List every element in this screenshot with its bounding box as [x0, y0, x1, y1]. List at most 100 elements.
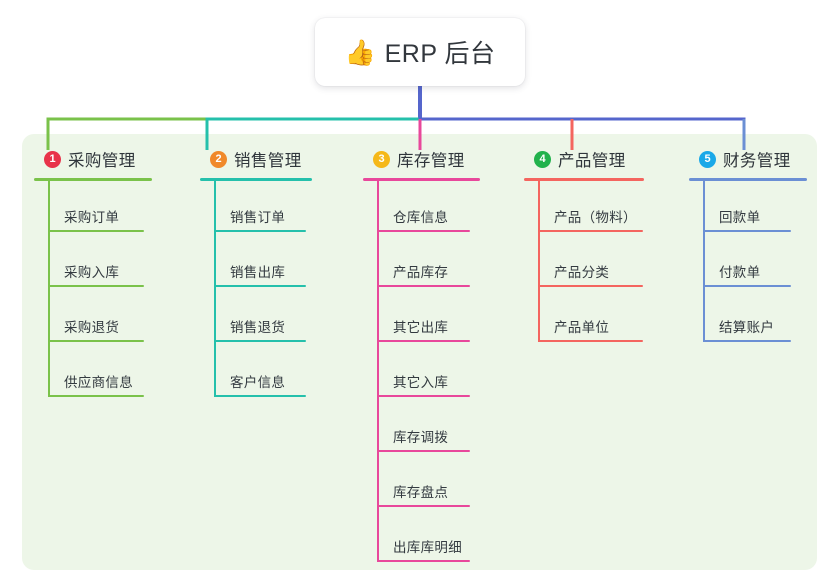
branch-child-item[interactable]: 产品单位 [524, 291, 644, 346]
branch-child-underline [214, 395, 306, 397]
branch-underline [363, 178, 480, 181]
branch-child-underline [377, 560, 470, 562]
branch-1: 1 采购管理采购订单采购入库采购退货供应商信息 [34, 146, 152, 401]
branch-child-item[interactable]: 产品（物料） [524, 181, 644, 236]
branch-underline [200, 178, 312, 181]
branch-child-label: 库存调拨 [393, 430, 449, 445]
branch-number-badge: 3 [373, 150, 390, 168]
branch-child-label: 库存盘点 [393, 485, 449, 500]
branch-child-underline [48, 285, 144, 287]
branch-spine [48, 181, 50, 397]
branch-child-underline [214, 340, 306, 342]
branch-child-underline [377, 340, 470, 342]
branch-child-underline [214, 285, 306, 287]
branch-header-3[interactable]: 3 库存管理 [363, 146, 480, 172]
root-node-label: ERP 后台 [384, 40, 496, 68]
branch-child-underline [377, 505, 470, 507]
branch-child-label: 付款单 [719, 265, 761, 280]
branch-child-label: 产品分类 [554, 265, 610, 280]
branch-child-label: 产品（物料） [554, 210, 637, 225]
branch-child-underline [377, 285, 470, 287]
branch-child-underline [377, 395, 470, 397]
branch-child-item[interactable]: 销售订单 [200, 181, 312, 236]
branch-child-label: 其它出库 [393, 320, 449, 335]
branch-child-label: 销售订单 [230, 210, 286, 225]
branch-child-label: 仓库信息 [393, 210, 449, 225]
branch-children: 产品（物料） 产品分类产品单位 [524, 181, 644, 346]
branch-child-label: 出库库明细 [393, 540, 462, 555]
branch-child-underline [377, 450, 470, 452]
branch-header-4[interactable]: 4 产品管理 [524, 146, 644, 172]
branch-2: 2 销售管理销售订单销售出库销售退货客户信息 [200, 146, 312, 401]
branch-child-item[interactable]: 出库库明细 [363, 511, 480, 566]
branch-spine [538, 181, 540, 342]
branch-child-label: 结算账户 [719, 320, 775, 335]
branch-child-label: 采购退货 [64, 320, 120, 335]
branch-child-label: 客户信息 [230, 375, 286, 390]
branch-child-label: 销售退货 [230, 320, 286, 335]
branch-child-item[interactable]: 销售退货 [200, 291, 312, 346]
branch-child-underline [703, 340, 791, 342]
branch-header-1[interactable]: 1 采购管理 [34, 146, 152, 172]
branch-underline [524, 178, 644, 181]
branch-5: 5 财务管理回款单付款单结算账户 [689, 146, 807, 346]
branch-child-item[interactable]: 销售出库 [200, 236, 312, 291]
branch-child-item[interactable]: 采购退货 [34, 291, 152, 346]
branch-underline [689, 178, 807, 181]
branch-number-badge: 4 [534, 150, 551, 168]
branch-child-item[interactable]: 其它出库 [363, 291, 480, 346]
branch-child-item[interactable]: 回款单 [689, 181, 807, 236]
branch-header-2[interactable]: 2 销售管理 [200, 146, 312, 172]
branch-child-label: 回款单 [719, 210, 761, 225]
branch-child-label: 产品单位 [554, 320, 610, 335]
branch-children: 采购订单采购入库采购退货供应商信息 [34, 181, 152, 401]
branch-child-item[interactable]: 结算账户 [689, 291, 807, 346]
branch-child-underline [48, 395, 144, 397]
branch-header-5[interactable]: 5 财务管理 [689, 146, 807, 172]
branch-number-badge: 5 [699, 150, 716, 168]
branch-child-underline [538, 230, 643, 232]
branch-4: 4 产品管理产品（物料） 产品分类产品单位 [524, 146, 644, 346]
root-node[interactable]: 👍 ERP 后台 [315, 18, 525, 86]
branch-title: 财务管理 [723, 152, 791, 170]
branch-child-underline [538, 340, 643, 342]
branch-title: 产品管理 [558, 152, 626, 170]
branch-underline [34, 178, 152, 181]
branch-spine [377, 181, 379, 562]
branch-child-underline [214, 230, 306, 232]
branch-number-badge: 2 [210, 150, 227, 168]
branch-children: 销售订单销售出库销售退货客户信息 [200, 181, 312, 401]
branch-child-item[interactable]: 产品分类 [524, 236, 644, 291]
branch-children: 回款单付款单结算账户 [689, 181, 807, 346]
branch-child-item[interactable]: 产品库存 [363, 236, 480, 291]
branch-child-item[interactable]: 库存盘点 [363, 456, 480, 511]
branch-child-item[interactable]: 客户信息 [200, 346, 312, 401]
diagram-background-panel [22, 134, 817, 570]
branch-spine [703, 181, 705, 342]
branch-children: 仓库信息产品库存其它出库其它入库库存调拨库存盘点出库库明细 [363, 181, 480, 566]
branch-number-badge: 1 [44, 150, 61, 168]
branch-child-underline [377, 230, 470, 232]
branch-child-underline [703, 285, 791, 287]
branch-child-label: 其它入库 [393, 375, 449, 390]
branch-title: 库存管理 [397, 152, 465, 170]
branch-title: 销售管理 [234, 152, 302, 170]
branch-child-underline [48, 230, 144, 232]
branch-child-item[interactable]: 付款单 [689, 236, 807, 291]
branch-child-item[interactable]: 仓库信息 [363, 181, 480, 236]
branch-title: 采购管理 [68, 152, 136, 170]
branch-child-item[interactable]: 采购订单 [34, 181, 152, 236]
branch-child-label: 采购订单 [64, 210, 120, 225]
branch-child-item[interactable]: 供应商信息 [34, 346, 152, 401]
branch-child-underline [703, 230, 791, 232]
branch-child-item[interactable]: 采购入库 [34, 236, 152, 291]
branch-child-item[interactable]: 库存调拨 [363, 401, 480, 456]
branch-3: 3 库存管理仓库信息产品库存其它出库其它入库库存调拨库存盘点出库库明细 [363, 146, 480, 566]
branch-child-label: 销售出库 [230, 265, 286, 280]
branch-child-item[interactable]: 其它入库 [363, 346, 480, 401]
branch-child-label: 供应商信息 [64, 375, 133, 390]
branch-spine [214, 181, 216, 397]
thumbs-up-icon: 👍 [344, 38, 376, 67]
branch-child-label: 采购入库 [64, 265, 120, 280]
